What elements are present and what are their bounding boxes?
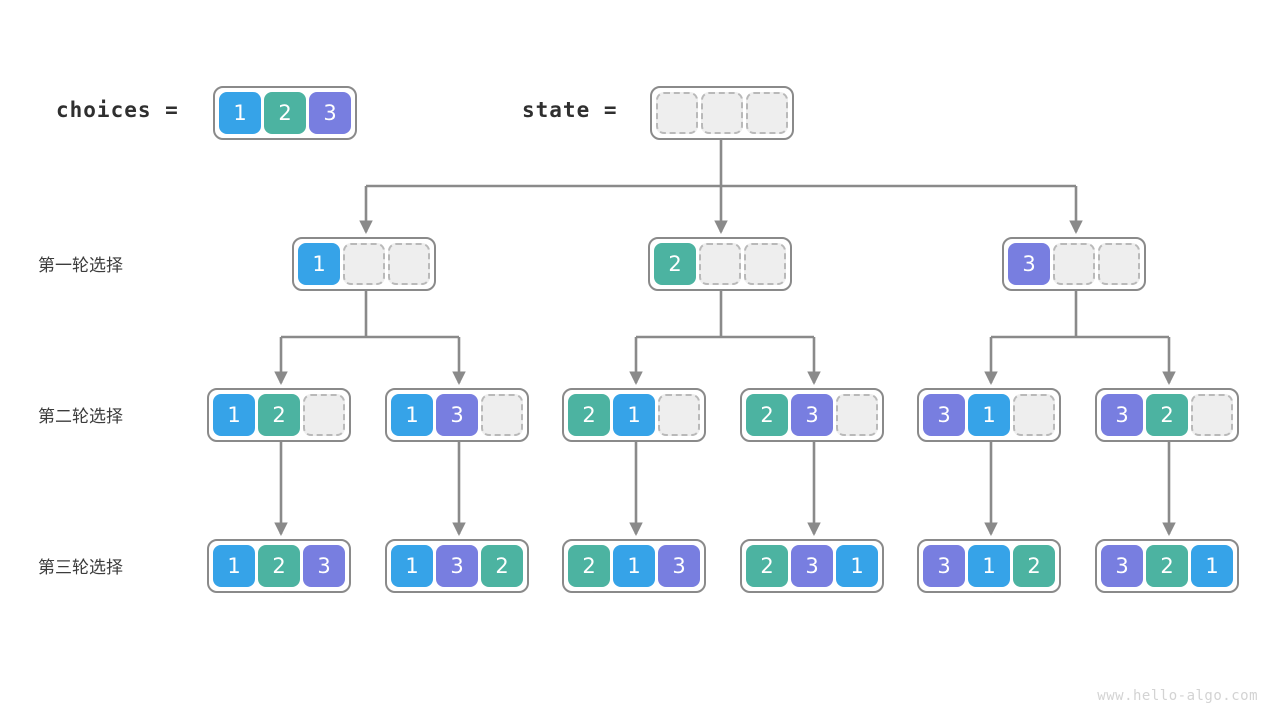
state-node-r1-3-cell-0: 3 — [1008, 243, 1050, 285]
state-node-r1-2-cell-0: 2 — [654, 243, 696, 285]
state-cell-0 — [656, 92, 698, 134]
choices-cell-1: 2 — [264, 92, 306, 134]
state-array — [650, 86, 794, 140]
state-node-r1-2: 2 — [648, 237, 792, 291]
state-node-r2-2-cell-1: 3 — [436, 394, 478, 436]
state-node-r2-6-cell-1: 2 — [1146, 394, 1188, 436]
watermark: www.hello-algo.com — [1097, 688, 1258, 704]
state-node-r3-5-cell-2: 2 — [1013, 545, 1055, 587]
state-node-r3-6-cell-1: 2 — [1146, 545, 1188, 587]
state-node-r3-2-cell-1: 3 — [436, 545, 478, 587]
state-cell-1 — [701, 92, 743, 134]
state-node-r2-1-cell-1: 2 — [258, 394, 300, 436]
state-node-r2-3-cell-1: 1 — [613, 394, 655, 436]
state-node-r2-4-cell-1: 3 — [791, 394, 833, 436]
state-node-r1-2-cell-2 — [744, 243, 786, 285]
row-label-round-2: 第二轮选择 — [38, 407, 123, 427]
state-node-r3-1-cell-0: 1 — [213, 545, 255, 587]
state-node-r3-6-cell-0: 3 — [1101, 545, 1143, 587]
state-node-r2-5-cell-2 — [1013, 394, 1055, 436]
state-node-r3-1-cell-2: 3 — [303, 545, 345, 587]
state-cell-2 — [746, 92, 788, 134]
state-node-r2-5-cell-1: 1 — [968, 394, 1010, 436]
state-node-r2-3-cell-0: 2 — [568, 394, 610, 436]
row-label-round-3: 第三轮选择 — [38, 558, 123, 578]
state-node-r1-3: 3 — [1002, 237, 1146, 291]
state-node-r2-6-cell-0: 3 — [1101, 394, 1143, 436]
state-node-r3-4-cell-2: 1 — [836, 545, 878, 587]
state-node-r1-3-cell-1 — [1053, 243, 1095, 285]
choices-label: choices = — [56, 98, 179, 122]
state-node-r2-2-cell-2 — [481, 394, 523, 436]
choices-cell-2: 3 — [309, 92, 351, 134]
state-node-r2-1-cell-2 — [303, 394, 345, 436]
state-node-r1-2-cell-1 — [699, 243, 741, 285]
state-node-r1-1-cell-2 — [388, 243, 430, 285]
state-node-r1-1: 1 — [292, 237, 436, 291]
state-node-r1-1-cell-1 — [343, 243, 385, 285]
state-node-r3-2-cell-0: 1 — [391, 545, 433, 587]
state-node-r1-1-cell-0: 1 — [298, 243, 340, 285]
state-node-r2-4-cell-0: 2 — [746, 394, 788, 436]
state-node-r3-5-cell-1: 1 — [968, 545, 1010, 587]
state-label: state = — [522, 98, 618, 122]
state-node-r3-2-cell-2: 2 — [481, 545, 523, 587]
state-node-r3-1-cell-1: 2 — [258, 545, 300, 587]
state-node-r3-4-cell-1: 3 — [791, 545, 833, 587]
choices-cell-0: 1 — [219, 92, 261, 134]
state-node-r2-3-cell-2 — [658, 394, 700, 436]
state-node-r2-1-cell-0: 1 — [213, 394, 255, 436]
state-node-r3-3-cell-1: 1 — [613, 545, 655, 587]
state-node-r3-3-cell-0: 2 — [568, 545, 610, 587]
state-node-r2-2-cell-0: 1 — [391, 394, 433, 436]
state-node-r3-6-cell-2: 1 — [1191, 545, 1233, 587]
state-node-r3-3-cell-2: 3 — [658, 545, 700, 587]
state-node-r2-6-cell-2 — [1191, 394, 1233, 436]
state-node-r2-4-cell-2 — [836, 394, 878, 436]
state-node-r1-3-cell-2 — [1098, 243, 1140, 285]
state-node-r2-5-cell-0: 3 — [923, 394, 965, 436]
state-node-r3-4-cell-0: 2 — [746, 545, 788, 587]
state-node-r3-5-cell-0: 3 — [923, 545, 965, 587]
row-label-round-1: 第一轮选择 — [38, 256, 123, 276]
